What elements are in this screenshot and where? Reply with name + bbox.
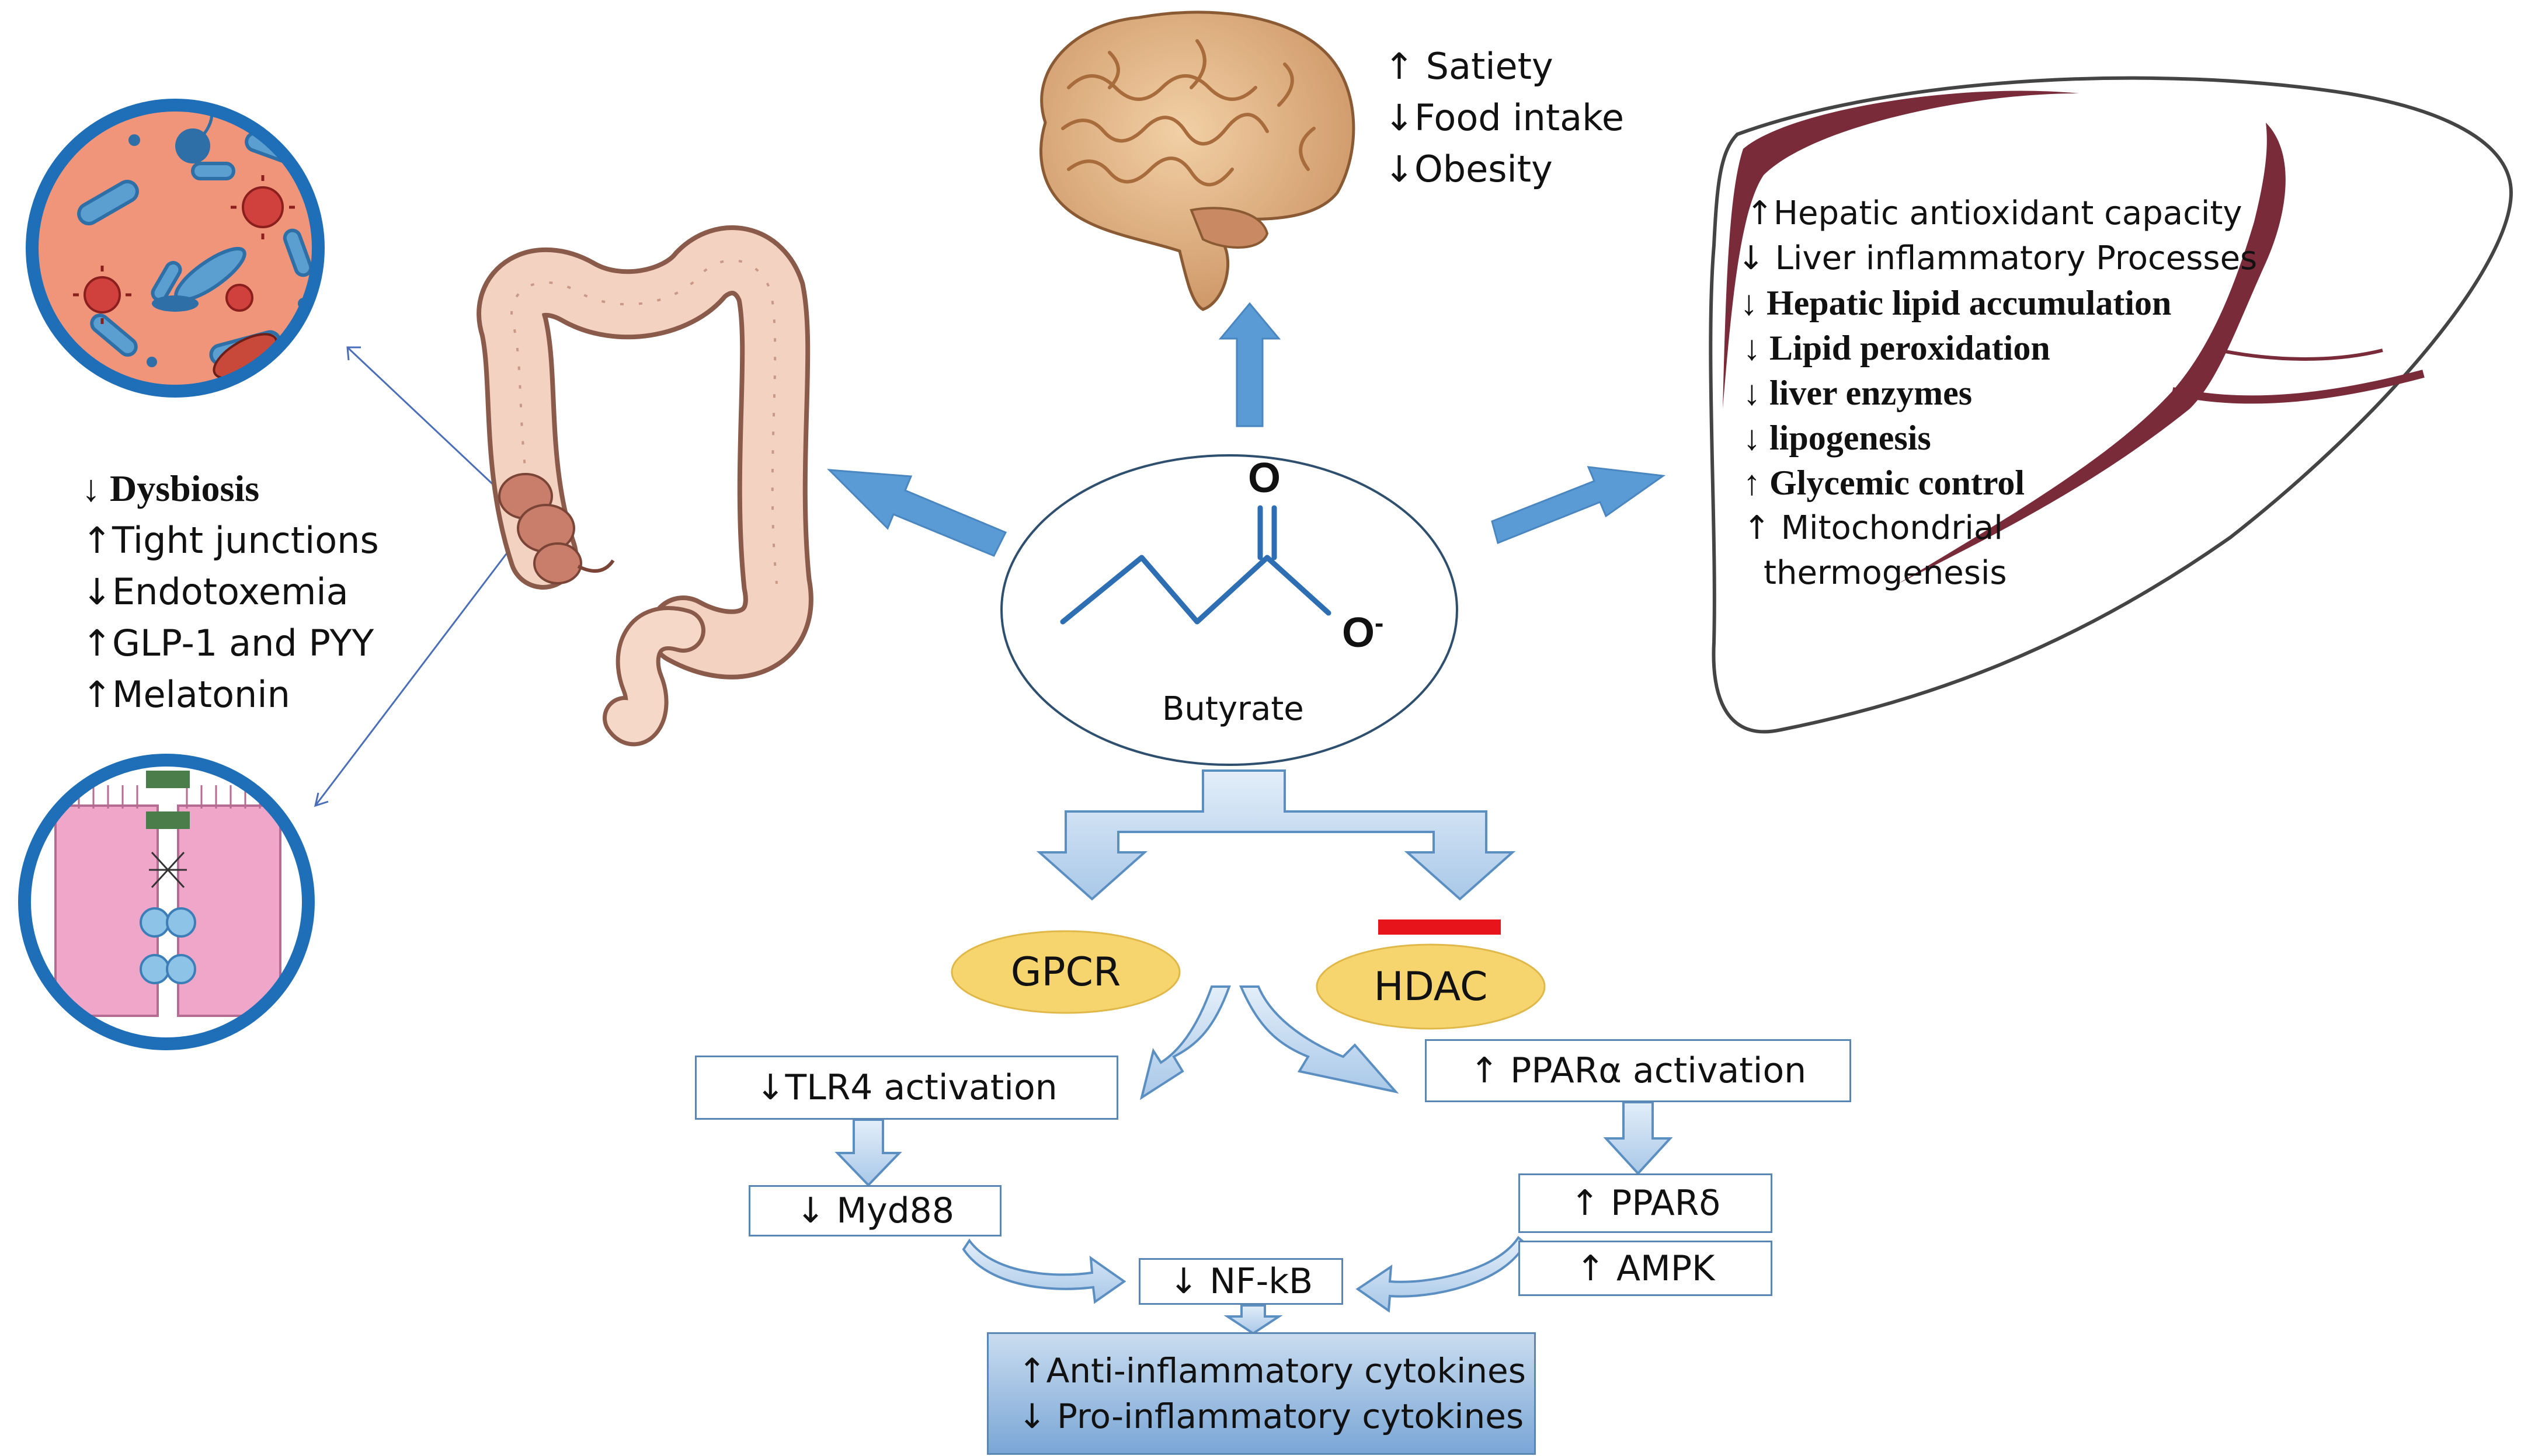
- liver-effect-mitochondrial: ↑ Mitochondrial: [1743, 509, 2003, 547]
- arrow-nfkb-cytokines: [1223, 1304, 1283, 1335]
- ampk-box: ↑ AMPK: [1518, 1241, 1772, 1296]
- brain-icon: [1039, 11, 1355, 311]
- butyrate-structure: [1060, 505, 1331, 625]
- bacteria-microbiota-icon: [26, 99, 325, 398]
- liver-effect-glycemic: ↑ Glycemic control: [1743, 464, 2025, 502]
- cytokines-box: ↑Anti-inflammatory cytokines ↓ Pro-infla…: [987, 1332, 1536, 1455]
- gut-effect-glp1-pyy: ↑GLP-1 and PYY: [82, 622, 374, 664]
- arrow-ppara-ppard: [1603, 1101, 1673, 1175]
- ppard-box: ↑ PPARδ: [1518, 1173, 1772, 1233]
- gut-effect-melatonin: ↑Melatonin: [82, 673, 290, 716]
- hdac-label: HDAC: [1373, 963, 1488, 1010]
- gut-effect-dysbiosis: ↓ Dysbiosis: [82, 468, 260, 509]
- brain-effect-satiety: ↑ Satiety: [1384, 45, 1553, 88]
- butyrate-oval: [1000, 454, 1458, 766]
- gpcr-pill-shape: [951, 930, 1181, 1014]
- anti-inflammatory-cytokines: ↑Anti-inflammatory cytokines: [1018, 1351, 1526, 1391]
- liver-effect-enzymes: ↓ liver enzymes: [1743, 374, 1973, 412]
- branch-arrow: [1036, 769, 1516, 901]
- ppara-activation-box: ↑ PPARα activation: [1425, 1039, 1851, 1102]
- liver-effect-lipogenesis: ↓ lipogenesis: [1743, 419, 1931, 457]
- pro-inflammatory-cytokines: ↓ Pro-inflammatory cytokines: [1018, 1396, 1524, 1436]
- gut-effect-tight-junctions: ↑Tight junctions: [82, 519, 379, 562]
- arrow-to-liver: [1491, 466, 1666, 545]
- tlr4-activation-box: ↓TLR4 activation: [695, 1056, 1118, 1120]
- brain-effect-obesity: ↓Obesity: [1384, 148, 1553, 190]
- curve-arrow-right: [1239, 985, 1399, 1094]
- anion-oxygen-label: O-: [1342, 607, 1383, 657]
- colon-icon: [477, 225, 813, 746]
- curve-ampk-nfkb: [1355, 1236, 1527, 1313]
- liver-icon: [1709, 76, 2513, 734]
- anion-oxygen-symbol: O: [1342, 609, 1375, 656]
- liver-effect-lipid-peroxidation: ↓ Lipid peroxidation: [1743, 329, 2050, 367]
- curve-arrow-left: [1139, 985, 1231, 1100]
- curve-myd88-nfkb: [962, 1238, 1126, 1304]
- gut-effect-endotoxemia: ↓Endotoxemia: [82, 570, 349, 613]
- liver-effect-lipid-accumulation: ↓ Hepatic lipid accumulation: [1740, 284, 2172, 322]
- liver-effect-inflammatory: ↓ Liver inflammatory Processes: [1737, 239, 2258, 277]
- liver-effect-thermogenesis: thermogenesis: [1764, 554, 2007, 592]
- liver-effect-antioxidant: ↑Hepatic antioxidant capacity: [1746, 194, 2242, 232]
- gpcr-label: GPCR: [1010, 949, 1121, 995]
- hdac-pill-shape: [1316, 943, 1546, 1030]
- hdac-inhibition-bar: [1378, 919, 1501, 935]
- anion-charge: -: [1375, 608, 1384, 638]
- myd88-box: ↓ Myd88: [749, 1185, 1002, 1236]
- arrow-to-gut: [827, 469, 1007, 557]
- carbonyl-oxygen-label: O: [1248, 455, 1281, 501]
- arrow-to-brain: [1218, 302, 1281, 427]
- tight-junction-epithelium-icon: [18, 754, 315, 1050]
- butyrate-label: Butyrate: [1162, 690, 1304, 728]
- nfkb-box: ↓ NF-kB: [1139, 1258, 1343, 1305]
- arrow-tlr4-myd88: [834, 1119, 902, 1187]
- brain-effect-food-intake: ↓Food intake: [1384, 96, 1624, 139]
